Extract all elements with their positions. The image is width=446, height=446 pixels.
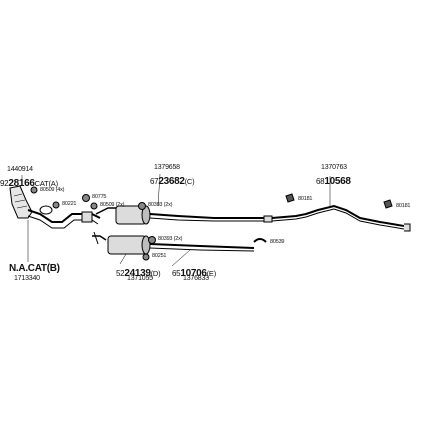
tag-80221: 80221 [62, 201, 77, 207]
clamp-80393-b [148, 236, 156, 244]
tag-80509-4x: 80509 (4x) [40, 187, 65, 193]
right-prefix: 68 [316, 177, 325, 186]
bottom-mid-code: 1371055 [127, 275, 153, 282]
mid-main: 23682 [158, 176, 185, 187]
front-pipe [78, 211, 101, 225]
left-top-code: 1440914 [7, 166, 33, 173]
bottom-right-main: 10706 [180, 268, 207, 279]
tag-80509-2x: 80509 (2x) [100, 202, 125, 208]
tag-80251: 80251 [152, 253, 167, 259]
tag-80393-a: 80393 (2x) [148, 202, 173, 208]
bottom-right-prefix: 65 [172, 269, 181, 278]
left-part-number: 9228166CAT(A) [0, 174, 58, 190]
tag-80181-a: 80181 [298, 196, 313, 202]
clamp-80393-a [138, 202, 146, 210]
hanger-80251 [142, 253, 150, 261]
bottom-left-code: 1713340 [14, 275, 40, 282]
hanger-80221 [52, 201, 60, 209]
hanger-80181-a [285, 193, 295, 203]
mid-top-code: 1379658 [154, 164, 180, 171]
tag-80393-b: 80393 (2x) [158, 236, 183, 242]
middle-silencer [95, 205, 264, 225]
catalytic-converter [9, 185, 80, 229]
right-top-code: 1370763 [321, 164, 347, 171]
bottom-mid-prefix: 52 [116, 269, 125, 278]
hanger-80181-b [383, 199, 393, 209]
right-part-number: 6810568 [316, 172, 351, 188]
bottom-mid-suffix: (D) [150, 269, 161, 278]
right-main: 10568 [324, 176, 351, 187]
left-main: 28166 [8, 178, 35, 189]
tag-80539: 80539 [270, 239, 285, 245]
hanger-80775 [82, 194, 90, 202]
rear-pipe-e [263, 204, 411, 232]
clamp-80539 [253, 238, 267, 243]
left-suffix: CAT(A) [34, 179, 58, 188]
leader-lines [21, 173, 331, 267]
mid-prefix: 67 [150, 177, 159, 186]
mid-suffix: (C) [184, 177, 195, 186]
bottom-mid-part-number: 5224139(D) [116, 264, 161, 280]
hanger-80509-4x [30, 186, 38, 194]
left-prefix: 92 [0, 179, 9, 188]
bottom-mid-main: 24139 [124, 268, 151, 279]
tag-80775: 80775 [92, 194, 107, 200]
tag-80181-b: 80181 [396, 203, 411, 209]
mid-part-number: 6723682(C) [150, 172, 195, 188]
front-silencer [92, 231, 255, 255]
bottom-right-suffix: (E) [206, 269, 217, 278]
bottom-right-code: 1376833 [183, 275, 209, 282]
bottom-left-main: N.A.CAT(B) [9, 263, 60, 274]
bottom-right-part-number: 6510706(E) [172, 264, 216, 280]
hanger-80509-2x [90, 202, 98, 210]
